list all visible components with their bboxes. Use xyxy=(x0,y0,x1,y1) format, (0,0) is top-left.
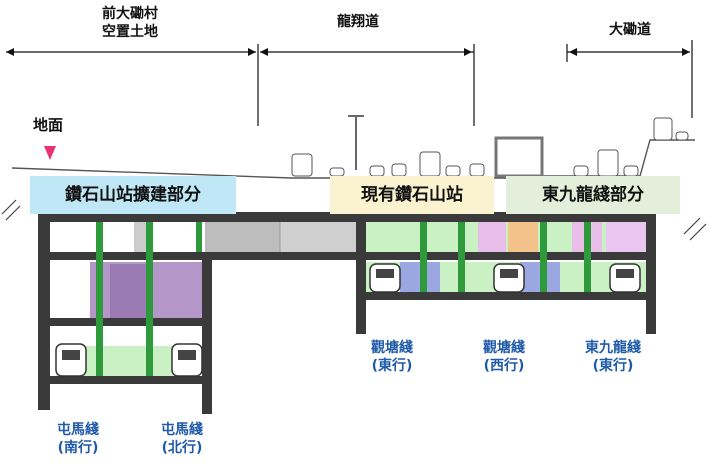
ground-marker-icon xyxy=(44,146,56,160)
arrow-right-start xyxy=(569,48,577,56)
arrow-mid-start xyxy=(260,48,268,56)
break-marks xyxy=(1,199,707,241)
break-mark xyxy=(5,205,21,221)
label-kwun-tong-line-west: 觀塘綫 (西行) xyxy=(466,340,542,375)
car-icon xyxy=(391,163,407,177)
car-icon xyxy=(675,131,689,141)
concourse-lilac-zone xyxy=(606,222,646,254)
label-line: (西行) xyxy=(483,357,525,374)
car-icon xyxy=(623,165,639,177)
road-signboard xyxy=(494,136,544,178)
break-mark xyxy=(683,217,701,235)
label-tai-hom-road: 大磡道 xyxy=(609,22,651,38)
column xyxy=(196,222,202,252)
dimension-lines xyxy=(6,40,693,126)
lift-shaft xyxy=(134,222,148,258)
break-mark xyxy=(689,223,707,241)
car-icon xyxy=(329,167,345,177)
bus-icon xyxy=(419,151,441,177)
train-window xyxy=(178,350,196,360)
ground-surface-line xyxy=(11,139,695,179)
road-vehicles xyxy=(291,117,689,177)
arrow-right-end xyxy=(682,48,690,56)
arrow-left-end xyxy=(248,48,256,56)
bus-icon xyxy=(653,117,673,141)
trains-right xyxy=(369,263,641,293)
slab-level-1 xyxy=(38,252,360,260)
break-mark xyxy=(1,199,17,215)
car-icon xyxy=(469,163,485,177)
slab-level-3 xyxy=(38,376,212,384)
wall-left xyxy=(38,212,50,410)
columns-right xyxy=(420,222,591,292)
columns-left xyxy=(96,222,202,376)
extension-structure xyxy=(38,212,360,414)
car-icon xyxy=(445,165,461,177)
concourse-orange-zone xyxy=(508,222,538,254)
bus-icon xyxy=(291,153,313,177)
car-icon xyxy=(369,165,385,177)
label-ground-level: 地面 xyxy=(32,116,63,134)
label-line: 東九龍綫 xyxy=(585,340,641,356)
wall-left-right xyxy=(356,212,366,334)
train-window xyxy=(62,350,80,360)
existing-structure xyxy=(356,212,656,334)
linking-passage-light xyxy=(280,222,360,254)
concourse-left xyxy=(50,222,205,252)
roof-slab-right xyxy=(356,212,654,222)
train-window xyxy=(500,269,518,278)
label-line: 屯馬綫 xyxy=(161,422,203,438)
tag-existing-station: 現有鑽石山站 xyxy=(330,176,494,214)
car-icon xyxy=(573,165,589,177)
column xyxy=(458,222,465,292)
tag-station-extension: 鑽石山站擴建部分 xyxy=(30,176,236,214)
label-lung-cheung-road: 龍翔道 xyxy=(337,14,379,30)
label-line: (北行) xyxy=(161,439,203,456)
label-tuen-ma-line-north: 屯馬綫 (北行) xyxy=(144,422,220,457)
dimension-arrows xyxy=(6,48,690,56)
label-line: 觀塘綫 xyxy=(483,340,525,356)
concourse-pink-zone xyxy=(478,222,506,254)
label-line: 屯馬綫 xyxy=(57,422,99,438)
label-line: (東行) xyxy=(371,357,413,374)
label-line: 空置土地 xyxy=(102,23,158,40)
slab-right-1 xyxy=(356,252,656,260)
label-former-tai-hom-village: 前大磡村 空置土地 xyxy=(80,6,180,41)
label-tuen-ma-line-south: 屯馬綫 (南行) xyxy=(40,422,116,457)
label-line: (東行) xyxy=(592,357,634,374)
column xyxy=(540,222,547,292)
column xyxy=(420,222,427,292)
concourse-right xyxy=(366,222,648,254)
wall-right xyxy=(202,252,212,414)
column xyxy=(584,222,591,292)
label-east-kowloon-line-east: 東九龍綫 (東行) xyxy=(568,340,658,375)
label-line: 觀塘綫 xyxy=(371,340,413,356)
stair-zone-purple xyxy=(110,264,150,320)
label-line: (南行) xyxy=(57,439,99,456)
slab-level-2 xyxy=(38,318,212,326)
label-kwun-tong-line-east: 觀塘綫 (東行) xyxy=(354,340,430,375)
tag-east-kowloon-line-section: 東九龍綫部分 xyxy=(506,176,680,214)
arrow-mid-end xyxy=(464,48,472,56)
train-window xyxy=(616,269,634,278)
roof-slab xyxy=(38,212,360,222)
slab-right-2 xyxy=(356,292,656,300)
label-line: 前大磡村 xyxy=(102,6,158,22)
wall-right-right xyxy=(646,212,656,334)
bus-icon xyxy=(597,149,619,177)
column xyxy=(96,222,103,376)
trains-left xyxy=(55,343,203,377)
column xyxy=(146,222,153,376)
arrow-left xyxy=(6,48,14,56)
train-window xyxy=(376,269,394,278)
